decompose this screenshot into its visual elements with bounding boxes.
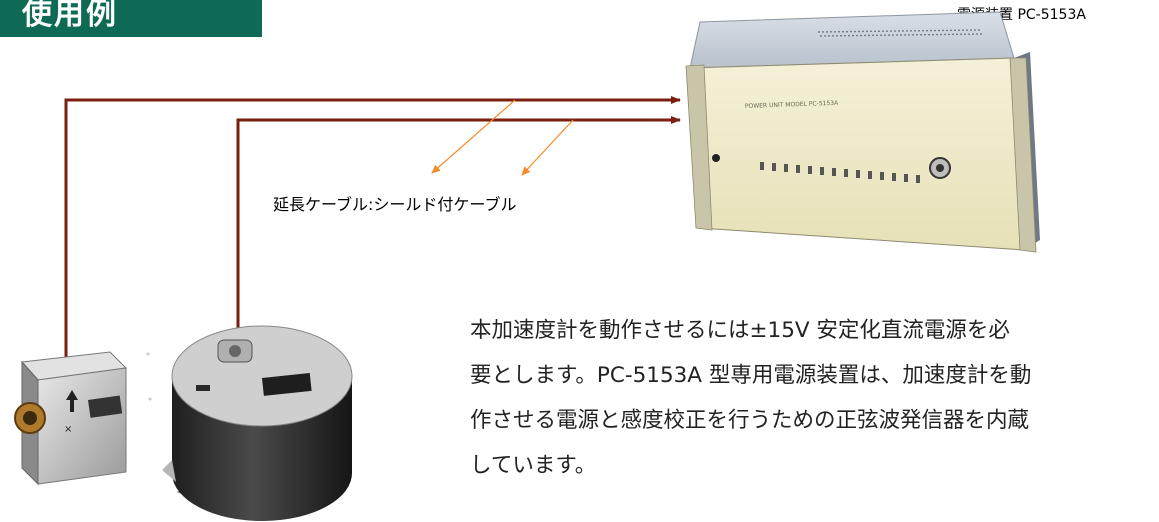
svg-text:×: × (64, 424, 72, 435)
description-line: しています。 (470, 453, 597, 478)
accelerometer-small-image: × (14, 351, 128, 486)
description-line: 要とします。PC-5153A 型専用電源装置は、加速度計を動 (470, 363, 1032, 388)
cable-pointer-arrows (431, 99, 574, 176)
description-line: 作させる電源と感度校正を行うための正弦波発信器を内蔵 (470, 408, 1030, 433)
title-banner: 使用例 (0, 0, 262, 37)
unit-panel-text: POWER UNIT MODEL PC-5153A (745, 100, 839, 110)
page-title: 使用例 (22, 0, 118, 32)
description-text: 本加速度計を動作させるには±15V 安定化直流電源を必 要とします。PC-515… (470, 308, 1159, 488)
unit-switch-row (760, 162, 920, 183)
power-unit-image: POWER UNIT MODEL PC-5153A (685, 11, 1040, 253)
accelerometer-large-image (162, 325, 353, 522)
cable-2 (236, 116, 681, 378)
description-line: 本加速度計を動作させるには±15V 安定化直流電源を必 (470, 318, 1010, 343)
cable-1 (64, 96, 681, 358)
cable-label: 延長ケーブル:シールド付ケーブル (273, 195, 517, 214)
